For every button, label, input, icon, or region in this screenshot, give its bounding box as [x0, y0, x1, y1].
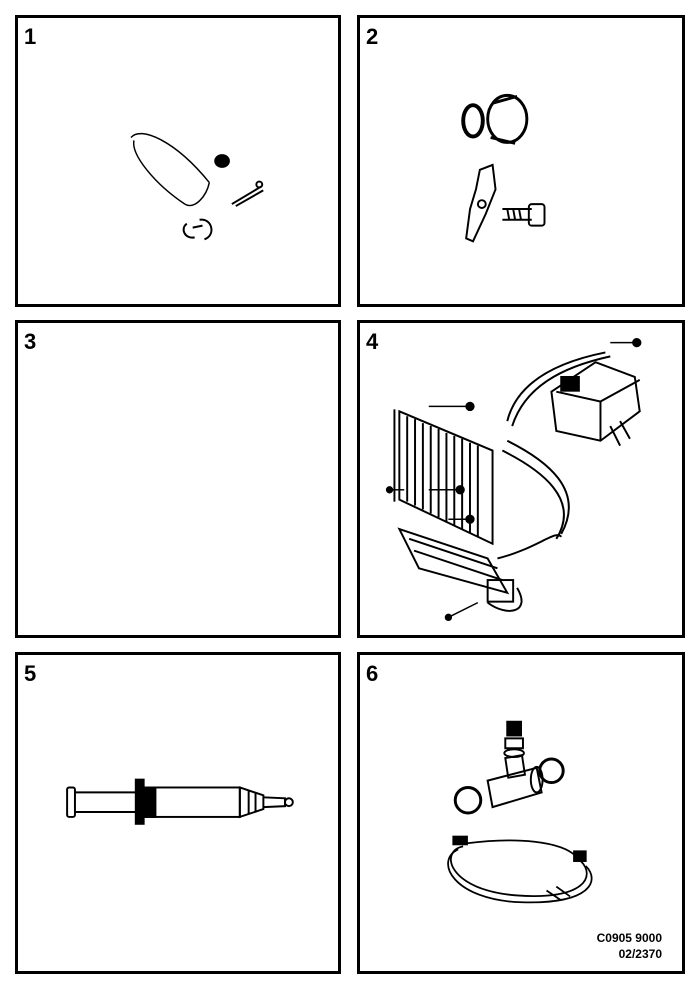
cap-icon — [486, 93, 529, 145]
panel-4-illustration — [385, 337, 642, 622]
panel-number: 3 — [24, 329, 37, 354]
panel-number: 2 — [366, 24, 379, 49]
panel-number: 4 — [366, 329, 379, 354]
panel-6: 6 C0905 9000 02/2370 — [357, 652, 685, 974]
o-ring-icon — [461, 103, 485, 139]
panel-number: 6 — [366, 661, 379, 686]
compressor-icon — [550, 361, 641, 447]
pressure-switch-icon — [503, 720, 525, 759]
panel-5: 5 — [15, 652, 341, 974]
spring-clip-icon — [231, 180, 264, 207]
bolt-icon — [385, 337, 642, 622]
syringe-icon — [66, 778, 294, 825]
bracket-icon — [465, 163, 497, 243]
electrical-cable-icon — [447, 835, 593, 904]
receiver-drier-icon — [397, 527, 515, 603]
panel-1: 1 — [15, 15, 341, 307]
refrigerant-hose-icon — [487, 351, 611, 612]
panel-3: 3 — [15, 320, 341, 638]
drawing-reference: 02/2370 — [618, 947, 662, 961]
grommet-icon — [214, 154, 230, 168]
sealing-ring-icon — [453, 757, 565, 815]
t-piece-icon — [486, 753, 544, 809]
panel-number: 1 — [24, 24, 37, 49]
panel-number: 5 — [24, 661, 37, 686]
panel-2-illustration — [461, 93, 546, 243]
panel-6-illustration — [447, 720, 593, 904]
panel-1-illustration — [130, 132, 264, 241]
panel-2: 2 — [357, 15, 685, 307]
bolt-icon — [502, 203, 546, 227]
panel-5-illustration — [66, 778, 294, 825]
drawing-code: C0905 9000 — [596, 931, 662, 945]
cable-tie-icon — [130, 132, 211, 207]
retaining-clip-icon — [182, 218, 213, 241]
condenser-icon — [393, 409, 494, 546]
panel-4: 4 — [357, 320, 685, 638]
